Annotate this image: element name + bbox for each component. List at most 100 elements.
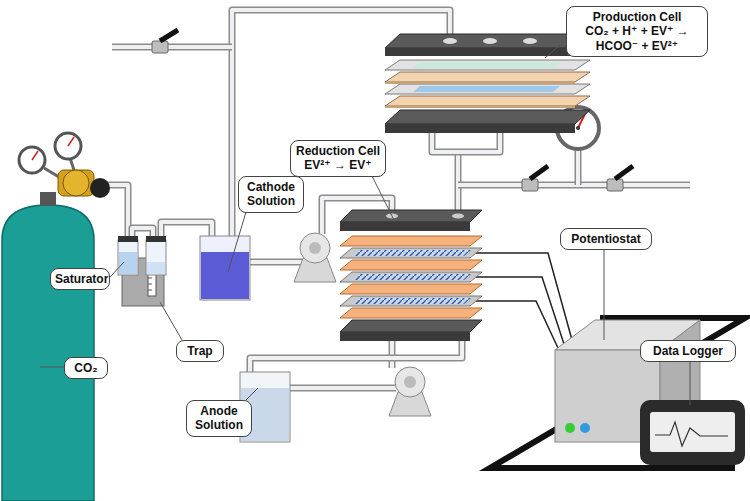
saturator-trap — [148, 290, 152, 291]
reduction-cell — [340, 210, 482, 341]
pump — [404, 376, 416, 388]
production-cell — [385, 34, 590, 133]
data-logger-device — [640, 400, 745, 465]
gas-regulator — [63, 170, 89, 196]
reduction-cell — [340, 236, 482, 246]
pump — [300, 233, 330, 263]
saturator-trap — [118, 236, 166, 306]
beaker — [200, 236, 250, 300]
saturator-trap — [148, 278, 152, 279]
callout-title: Trap — [181, 344, 219, 358]
callout-box: Reduction CellEV²⁺ → EV⁺ — [290, 140, 386, 177]
electrode-wire — [476, 253, 572, 340]
saturator-trap — [146, 240, 166, 275]
production-cell — [413, 62, 560, 68]
production-cell — [385, 60, 590, 70]
gas-regulator — [58, 170, 94, 196]
tubing — [112, 45, 232, 49]
tubing — [458, 183, 690, 187]
saturator-trap — [146, 236, 166, 242]
tubing — [432, 133, 500, 152]
reduction-cell — [340, 320, 482, 332]
valve — [615, 166, 633, 179]
callout-title: CO₂ — [69, 361, 103, 375]
reduction-cell — [340, 248, 482, 258]
pump — [309, 242, 321, 254]
saturator-trap — [147, 262, 165, 274]
production-cell — [483, 38, 497, 44]
bench-outline — [490, 318, 745, 468]
electrode-wire — [476, 253, 572, 348]
production-cell — [523, 38, 537, 44]
tubing — [248, 259, 302, 266]
gas-cylinder — [2, 205, 94, 501]
callout-title: Production Cell — [571, 10, 703, 24]
tubing — [575, 150, 582, 185]
callout-box: Potentiostat — [560, 228, 652, 250]
tubing — [282, 388, 396, 420]
callout-box: Data Logger — [640, 340, 736, 362]
gas-regulator — [19, 147, 45, 173]
reduction-cell — [452, 214, 464, 219]
valve — [160, 30, 178, 41]
reduction-cell — [340, 210, 482, 222]
valve — [607, 179, 623, 191]
callout-title: Data Logger — [645, 344, 731, 358]
production-cell — [385, 48, 575, 56]
leader-line — [690, 358, 691, 405]
valve — [530, 166, 548, 179]
tubing — [432, 133, 500, 152]
bench-outline — [490, 318, 745, 468]
leader-line — [246, 388, 258, 400]
callout-box: Trap — [176, 340, 224, 362]
tubing — [248, 260, 302, 264]
reduction-cell — [340, 222, 470, 231]
leader-line — [545, 40, 566, 58]
production-cell — [385, 106, 575, 108]
saturator-trap — [119, 252, 137, 274]
callout-box: Production CellCO₂ + H⁺ + EV⁺ → HCOO⁻ + … — [566, 6, 708, 57]
leader-line — [228, 212, 246, 272]
leader-line — [40, 367, 64, 368]
leader-line — [110, 262, 124, 277]
reduction-cell — [352, 274, 472, 280]
data-logger-device — [655, 422, 728, 446]
potentiostat-device — [580, 423, 590, 433]
callout-title: Potentiostat — [565, 232, 647, 246]
callout-title: Saturator — [55, 272, 105, 286]
gas-regulator — [32, 151, 38, 160]
callout-text: EV²⁺ → EV⁺ — [295, 158, 381, 172]
gas-regulator — [55, 133, 81, 159]
reduction-cell — [340, 296, 482, 306]
gas-regulator — [19, 133, 110, 198]
production-cell — [413, 86, 560, 92]
pump — [294, 233, 431, 416]
callout-title: Anode Solution — [191, 404, 247, 433]
saturator-trap — [118, 240, 138, 275]
saturator-trap — [148, 284, 152, 285]
leader-line — [160, 302, 182, 340]
valve — [152, 41, 168, 53]
tubing — [458, 182, 690, 189]
saturator-trap — [118, 236, 138, 242]
valve — [152, 30, 633, 191]
reduction-cell — [340, 260, 482, 270]
leader-line — [372, 176, 395, 222]
data-logger-device — [650, 412, 735, 452]
reduction-cell — [340, 332, 470, 341]
electrode-wire — [476, 301, 558, 348]
production-cell — [385, 110, 590, 124]
production-cell — [385, 124, 575, 133]
production-cell — [443, 38, 457, 44]
callout-title: Reduction Cell — [295, 144, 381, 158]
leader-line — [604, 246, 605, 340]
valve — [522, 179, 538, 191]
data-logger-device — [640, 400, 745, 465]
callout-box: Cathode Solution — [238, 176, 304, 213]
production-cell — [385, 82, 575, 84]
reduction-cell — [352, 250, 472, 256]
reduction-cell — [340, 308, 482, 318]
production-cell — [385, 84, 590, 94]
